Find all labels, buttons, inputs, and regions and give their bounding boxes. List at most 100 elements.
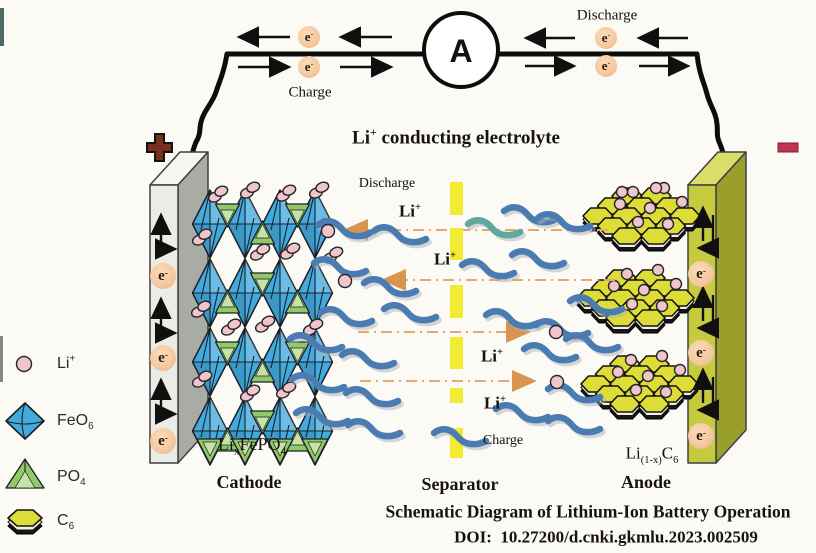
separator-label: Separator bbox=[421, 474, 499, 494]
li-ion-icon bbox=[256, 243, 271, 255]
lithium-ion-label: Li+ bbox=[398, 201, 421, 221]
electron-symbol: e bbox=[696, 344, 703, 361]
electrolyte-molecule bbox=[534, 211, 594, 233]
electron-icon: e- bbox=[595, 27, 617, 49]
formula-sub: 6 bbox=[673, 454, 679, 466]
li-ion-pair-icon bbox=[239, 384, 261, 402]
li-ion-icon bbox=[197, 300, 212, 312]
cathode-crystal-lattice bbox=[190, 181, 344, 466]
li-ion-icon bbox=[315, 181, 330, 193]
octahedron-facets bbox=[262, 396, 298, 466]
electrolyte-title-base: Li bbox=[352, 127, 370, 149]
electron-icon: e- bbox=[298, 56, 320, 78]
electron-symbol: e bbox=[696, 265, 703, 282]
octahedron-facets bbox=[297, 258, 333, 328]
li-ion-icon bbox=[649, 181, 663, 195]
electrolyte-molecule bbox=[310, 256, 370, 278]
octahedron-shade bbox=[227, 362, 245, 396]
anode-graphite-sheets bbox=[576, 181, 701, 420]
electrolyte-molecule bbox=[370, 224, 430, 246]
li-ion-icon bbox=[631, 215, 645, 229]
electrolyte-title-sup: + bbox=[369, 126, 377, 140]
octahedron-highlight bbox=[280, 259, 298, 293]
feo6-diamond bbox=[5, 402, 45, 440]
legend-text: PO bbox=[57, 468, 81, 485]
left-arrow bbox=[696, 295, 720, 339]
electron-symbol: e bbox=[304, 29, 311, 44]
electron-icon: e- bbox=[688, 261, 714, 287]
separator-bar bbox=[450, 285, 463, 318]
caption-title: Schematic Diagram of Lithium-Ion Battery… bbox=[385, 501, 791, 522]
caption-doi: DOI: 10.27200/d.cnki.gkmlu.2023.002509 bbox=[454, 527, 758, 547]
c6-hexagon bbox=[640, 227, 672, 245]
electron-symbol: e bbox=[158, 432, 165, 449]
li-ion-icon bbox=[549, 374, 565, 390]
c6-icon bbox=[7, 509, 43, 535]
po4-facet bbox=[272, 441, 288, 457]
electrolyte-molecule bbox=[316, 306, 376, 328]
li-ion-pair-icon bbox=[190, 300, 212, 318]
li-ion-icon bbox=[629, 383, 643, 397]
octahedron-highlight bbox=[245, 328, 263, 362]
negative-terminal-icon bbox=[777, 142, 799, 153]
li-ion-icon bbox=[613, 197, 627, 211]
li-ion-pair-icon bbox=[191, 370, 213, 388]
graphite-sheet bbox=[582, 181, 701, 252]
electrolyte-molecule bbox=[508, 248, 568, 270]
li-ion-icon bbox=[198, 370, 213, 382]
anode-electron-arrows bbox=[692, 205, 720, 421]
octahedron-shade bbox=[297, 224, 315, 258]
li-ion-pair-icon bbox=[279, 242, 301, 260]
po4-icon bbox=[5, 458, 45, 489]
electrolyte-molecule bbox=[482, 308, 542, 330]
legend bbox=[5, 355, 45, 535]
octahedron-shade bbox=[227, 224, 245, 258]
li-ion-pair-icon bbox=[302, 318, 324, 336]
legend-label-po4: PO4 bbox=[57, 468, 86, 488]
li-ion-icon bbox=[611, 365, 625, 379]
electrolyte-molecule bbox=[464, 217, 524, 239]
formula-part: FePO bbox=[239, 434, 281, 454]
charge-label-mid: Charge bbox=[482, 433, 524, 448]
li-ion-icon bbox=[669, 277, 683, 291]
octahedron-facets bbox=[227, 189, 263, 259]
formula-sub: 4 bbox=[280, 445, 287, 458]
electron-symbol: e bbox=[158, 267, 165, 284]
octahedron-facets bbox=[227, 258, 263, 328]
collector-front-face bbox=[149, 184, 179, 464]
electron-symbol: e bbox=[601, 58, 608, 73]
lithium-symbol: Li bbox=[398, 201, 416, 221]
lithium-charge: + bbox=[450, 249, 457, 261]
legend-label-c6: C6 bbox=[57, 513, 74, 532]
anode-label: Anode bbox=[620, 472, 672, 492]
electrolyte-title-rest: conducting electrolyte bbox=[376, 127, 560, 149]
legend-sub: 6 bbox=[88, 421, 94, 433]
li-ion-pair-icon bbox=[254, 315, 276, 333]
po4-facet bbox=[254, 361, 271, 377]
wire-left-drop bbox=[188, 51, 230, 175]
electrolyte-molecule bbox=[314, 218, 374, 240]
feo6-facets bbox=[5, 402, 45, 440]
li-ion-icon bbox=[282, 184, 297, 196]
li-ion-pair-icon bbox=[275, 184, 297, 202]
legend-text: FeO bbox=[57, 412, 89, 429]
electron-symbol: e bbox=[601, 30, 608, 45]
li-ion-pair-icon bbox=[191, 228, 213, 246]
li-ion-pair-icon bbox=[249, 243, 271, 261]
po4-facet bbox=[219, 347, 236, 363]
cathode-electron-arrows bbox=[150, 212, 178, 425]
electrolyte-molecule bbox=[344, 418, 404, 440]
li-ion-icon bbox=[651, 263, 665, 277]
po4-facet bbox=[254, 278, 271, 294]
left-arrow bbox=[696, 215, 720, 259]
li-ion-icon bbox=[261, 315, 276, 327]
graphite-sheet bbox=[580, 349, 699, 420]
electron-flow-arrows bbox=[236, 26, 691, 78]
li-ion-icon bbox=[548, 324, 564, 340]
li-ion-icon bbox=[673, 363, 687, 377]
li-ion-icon bbox=[625, 297, 639, 311]
octahedron-highlight bbox=[315, 190, 333, 224]
separator-bar bbox=[450, 388, 463, 403]
c6-hexagon bbox=[634, 309, 666, 327]
li-ion-icon bbox=[214, 185, 229, 197]
